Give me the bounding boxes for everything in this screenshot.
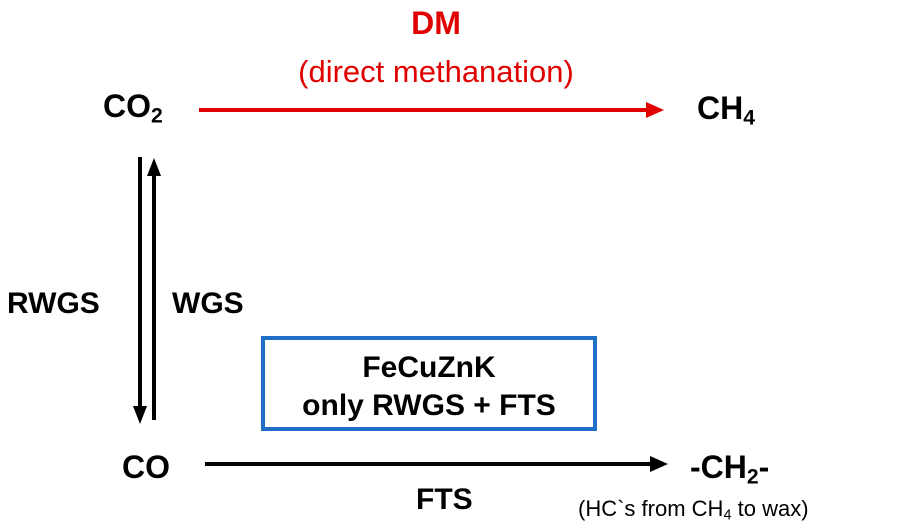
ch2-prefix: -CH <box>690 449 747 485</box>
ch2-species: -CH2- <box>690 449 770 487</box>
co-species: CO <box>122 449 170 485</box>
fts-arrow <box>205 456 668 472</box>
ch4-species: CH4 <box>697 90 755 128</box>
hc-note-suffix: to wax) <box>731 496 809 521</box>
catalyst-box: FeCuZnK only RWGS + FTS <box>261 336 597 431</box>
rwgs-arrow <box>133 157 147 424</box>
hc-note-subscript: 4 <box>723 507 732 524</box>
dm-description: (direct methanation) <box>298 54 574 89</box>
wgs-label: WGS <box>172 287 244 320</box>
ch4-text: CH <box>697 90 744 126</box>
catalyst-scope: only RWGS + FTS <box>302 389 556 422</box>
ch2-suffix: - <box>758 449 770 485</box>
co2-species: CO2 <box>103 88 163 126</box>
co2-subscript: 2 <box>151 104 163 128</box>
ch2-subscript: 2 <box>746 465 759 489</box>
hc-note-prefix: (HC`s from CH <box>578 496 724 521</box>
wgs-arrow <box>147 158 161 420</box>
dm-arrow <box>199 102 664 118</box>
ch4-subscript: 4 <box>743 106 755 130</box>
dm-label: DM <box>411 5 461 41</box>
rwgs-label: RWGS <box>7 287 100 320</box>
co2-text: CO <box>103 88 151 124</box>
catalyst-name: FeCuZnK <box>362 351 496 384</box>
fts-label: FTS <box>416 483 473 516</box>
hydrocarbon-range-note: (HC`s from CH4 to wax) <box>578 496 809 523</box>
